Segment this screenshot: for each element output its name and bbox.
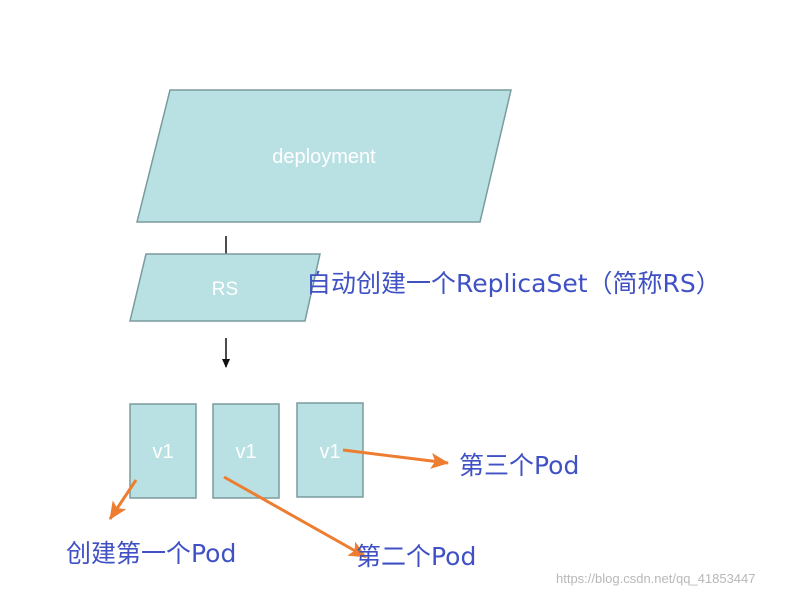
- pod-1-box: [129, 403, 197, 499]
- pod-1-label: v1: [152, 441, 173, 463]
- deployment-shape: [136, 89, 512, 223]
- arrow-pod-3-annotation: [342, 448, 449, 469]
- watermark: https://blog.csdn.net/qq_41853447: [556, 571, 756, 586]
- replicaset-label: RS: [212, 279, 238, 300]
- annotation-pod-1: 创建第一个Pod: [66, 539, 237, 568]
- pod-2-box: [212, 403, 280, 499]
- pod-2-label: v1: [235, 441, 256, 463]
- arrow-pod-1-annotation: [108, 479, 138, 520]
- pod-3-label: v1: [319, 441, 340, 463]
- annotation-pod-3: 第三个Pod: [459, 451, 580, 480]
- annotation-pod-2: 第二个Pod: [356, 542, 477, 571]
- deployment-label: deployment: [272, 146, 376, 168]
- arrow-pod-2-annotation: [223, 475, 367, 559]
- replicaset-shape: [129, 253, 321, 322]
- annotation-replicaset: 自动创建一个ReplicaSet（简称RS）: [306, 269, 721, 298]
